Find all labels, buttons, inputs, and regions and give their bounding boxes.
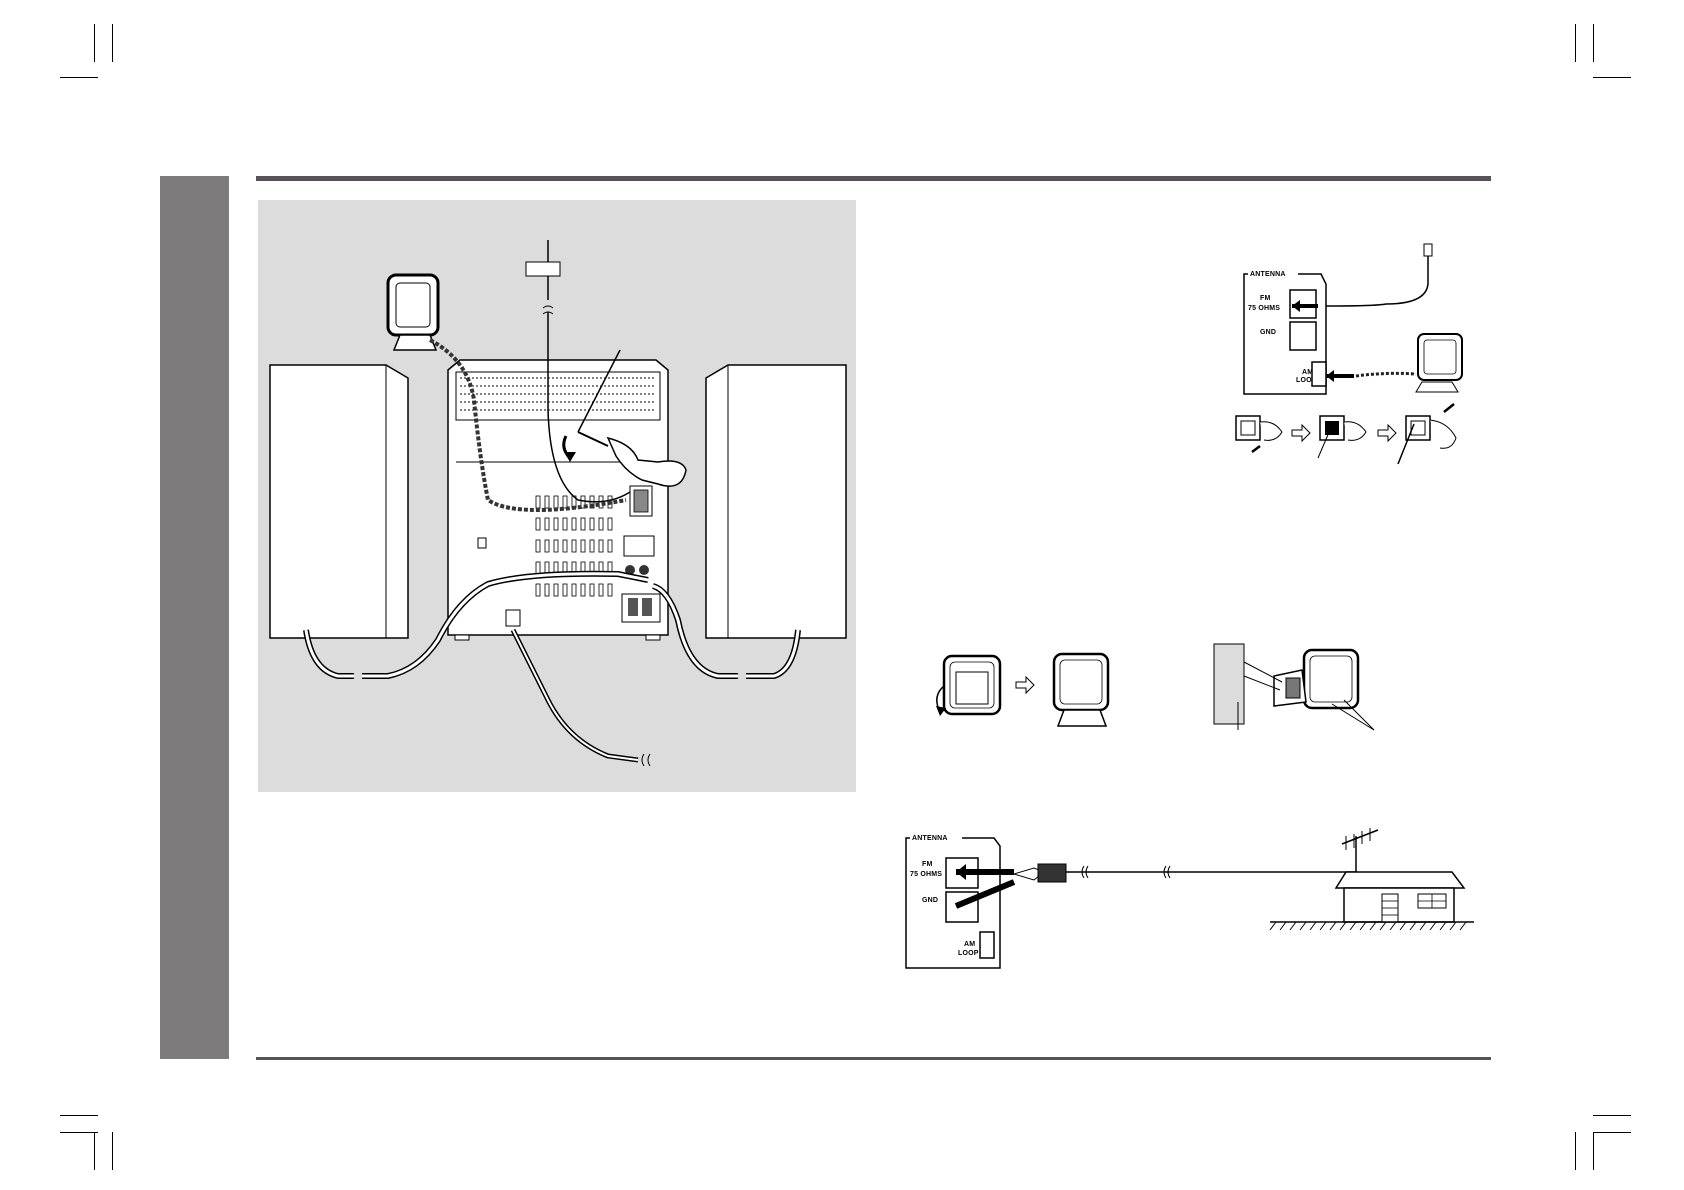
fm-label: FM: [1260, 295, 1271, 302]
screwdriver-hand-icon: [562, 349, 687, 487]
outdoor-antenna-icon: [1341, 828, 1379, 872]
crop-mark-tr-v2: [1593, 24, 1594, 62]
am-label: AM: [964, 941, 975, 948]
wall-icon: [1213, 643, 1245, 725]
crop-mark-tl-v1: [94, 24, 95, 62]
am-loop-mounted-icon: [1273, 648, 1360, 710]
am-loop-antenna-icon: [386, 273, 627, 512]
am-loop-small-icon: [1326, 333, 1463, 393]
crop-mark-bl-h2: [60, 1132, 98, 1133]
crop-mark-bl-h: [60, 1115, 98, 1116]
crop-mark-tl-h: [60, 77, 98, 78]
crop-mark-tr-h: [1593, 77, 1631, 78]
system-connection-drawing: [269, 240, 847, 767]
fm-ohms-label: 75 OHMS: [910, 871, 942, 878]
clip-step-1-icon: [1235, 415, 1283, 453]
house-icon: [1334, 871, 1466, 923]
antenna-header-label: ANTENNA: [1250, 271, 1286, 278]
crop-mark-br-h2: [1593, 1132, 1631, 1133]
am-loop-wall-mount-diagram: [1213, 643, 1375, 731]
section-side-tab: [160, 176, 229, 1059]
fm-cable-icon: [1292, 243, 1433, 312]
main-unit-icon: [447, 359, 669, 641]
right-speaker-icon: [705, 364, 847, 639]
antenna-terminal-panel: ANTENNA FM 75 OHMS GND AM LOOP: [1243, 268, 1327, 395]
gnd-label: GND: [922, 897, 938, 904]
antenna-terminal-panel-bottom: ANTENNA FM 75 OHMS GND AM LOOP: [905, 832, 1001, 969]
clip-step-2-icon: [1317, 415, 1367, 459]
speaker-cables-icon: [303, 570, 801, 679]
crop-mark-bl-v2: [112, 1132, 113, 1170]
clip-step-3-icon: [1397, 403, 1457, 465]
ac-power-cord-icon: [510, 628, 651, 767]
fm-wire-antenna-icon: [525, 240, 631, 503]
step-arrow-3: [1015, 675, 1035, 695]
crop-mark-tl-v2: [112, 24, 113, 62]
footer-rule: [256, 1057, 1491, 1060]
crop-mark-br-v2: [1593, 1132, 1594, 1170]
header-rule: [256, 176, 1491, 181]
am-loop-assembly-diagram: [936, 652, 1110, 727]
ground-line-icon: [1269, 921, 1474, 931]
antenna-header-label: ANTENNA: [912, 835, 948, 842]
fm-label: FM: [922, 861, 933, 868]
outdoor-fm-antenna-diagram: ANTENNA FM 75 OHMS GND AM LOOP: [905, 828, 1474, 969]
crop-mark-tr-v1: [1575, 24, 1576, 62]
system-connection-illustration: [258, 200, 856, 792]
callout-lines: [1237, 661, 1375, 731]
loop-label: LOOP: [958, 950, 979, 957]
coax-cable-icon: [954, 863, 1356, 909]
fm-ohms-label: 75 OHMS: [1248, 305, 1280, 312]
loop-label: LOOP: [1296, 377, 1317, 384]
crop-mark-br-v1: [1575, 1132, 1576, 1170]
am-loop-folded-icon: [936, 654, 1002, 716]
antenna-terminal-diagram: ANTENNA FM 75 OHMS GND AM LOOP: [1235, 243, 1463, 465]
am-loop-standing-icon: [1052, 652, 1110, 727]
left-speaker-icon: [269, 364, 409, 639]
gnd-label: GND: [1260, 329, 1276, 336]
step-arrow-2: [1377, 423, 1397, 443]
crop-mark-bl-v1: [94, 1132, 95, 1170]
am-label: AM: [1302, 369, 1313, 376]
step-arrow-1: [1291, 423, 1311, 443]
crop-mark-br-h: [1593, 1115, 1631, 1116]
